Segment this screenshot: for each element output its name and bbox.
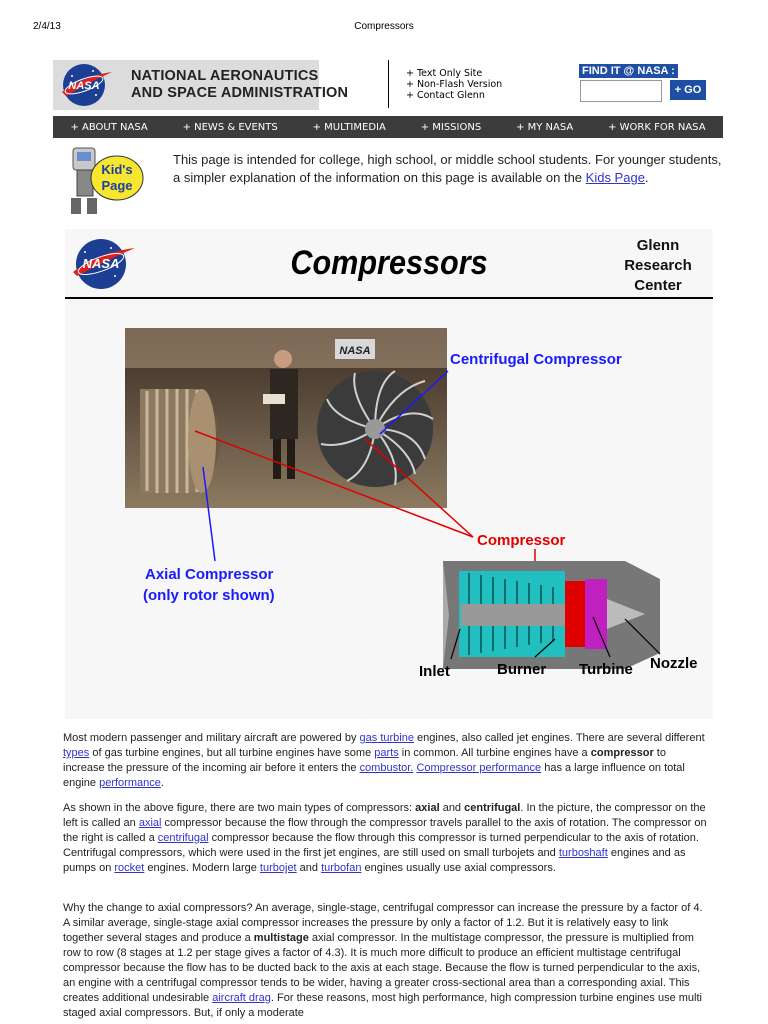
compressor-figure: NASA: [125, 328, 698, 680]
link-parts[interactable]: parts: [374, 747, 399, 759]
nav-about-nasa[interactable]: + ABOUT NASA: [70, 121, 148, 133]
jet-engine-cutaway: [443, 561, 660, 669]
label-axial: Axial Compressor: [145, 566, 274, 583]
link-gas-turbine[interactable]: gas turbine: [359, 732, 414, 744]
kids-note-text: This page is intended for college, high …: [173, 152, 722, 185]
kids-icon-line-1: Kid's: [101, 162, 132, 177]
compressor-photo: NASA: [125, 328, 447, 508]
link-combustor[interactable]: combustor.: [359, 762, 414, 774]
paragraph-2: As shown in the above figure, there are …: [63, 802, 707, 874]
link-turbojet[interactable]: turbojet: [259, 862, 297, 874]
kids-icon-line-2: Page: [101, 178, 132, 193]
grc-line-1: Glenn: [636, 237, 680, 254]
label-turbine: Turbine: [579, 661, 633, 678]
glenn-research-center: Glenn Research Center: [613, 236, 703, 296]
link-compressor-performance[interactable]: Compressor performance: [416, 762, 542, 774]
link-axial[interactable]: axial: [138, 817, 162, 829]
go-button[interactable]: + GO: [670, 80, 706, 100]
header-divider: [388, 60, 389, 108]
find-it-label: FIND IT @ NASA :: [579, 64, 678, 78]
agency-line-1: NATIONAL AERONAUTICS: [131, 68, 319, 84]
non-flash-link[interactable]: + Non-Flash Version: [406, 79, 503, 90]
kids-note-end: .: [644, 170, 649, 185]
link-types[interactable]: types: [63, 747, 90, 759]
title-rule: [65, 297, 713, 299]
label-axial-note: (only rotor shown): [143, 587, 275, 604]
compressor-pointer-axial: [194, 430, 474, 538]
engineer-figure: [263, 350, 298, 479]
nasa-logo-small-icon: NASA: [73, 239, 135, 289]
print-title: Compressors: [354, 21, 414, 32]
kids-note: This page is intended for college, high …: [173, 151, 723, 187]
search-input[interactable]: [580, 80, 662, 102]
grc-line-3: Center: [634, 277, 682, 294]
compressor-pointer-centrifugal: [364, 438, 474, 538]
paragraph-1: Most modern passenger and military aircr…: [63, 732, 705, 789]
link-turboshaft[interactable]: turboshaft: [558, 847, 608, 859]
axial-pointer: [202, 466, 216, 562]
axial-rotor: [140, 389, 220, 493]
text-only-link[interactable]: + Text Only Site: [406, 68, 483, 79]
agency-line-2: AND SPACE ADMINISTRATION: [131, 85, 349, 101]
link-centrifugal[interactable]: centrifugal: [157, 832, 209, 844]
link-performance[interactable]: performance: [99, 777, 161, 789]
contact-glenn-link[interactable]: + Contact Glenn: [406, 90, 485, 101]
link-turbofan[interactable]: turbofan: [321, 862, 362, 874]
logo-text: NASA: [68, 80, 99, 92]
label-inlet: Inlet: [419, 663, 450, 680]
nav-my-nasa[interactable]: + MY NASA: [516, 121, 574, 133]
kids-page-icon[interactable]: Kid's Page: [65, 142, 161, 218]
label-burner: Burner: [497, 661, 546, 678]
nav-news-events[interactable]: + NEWS & EVENTS: [182, 121, 278, 133]
label-nozzle: Nozzle: [650, 655, 698, 672]
page-title: Compressors: [290, 244, 488, 282]
agency-name: NATIONAL AERONAUTICS AND SPACE ADMINISTR…: [131, 68, 348, 102]
nav-missions[interactable]: + MISSIONS: [420, 121, 482, 133]
kids-page-link[interactable]: Kids Page: [585, 170, 645, 185]
photo-sign-text: NASA: [339, 345, 370, 357]
nav-work-for-nasa[interactable]: + WORK FOR NASA: [608, 121, 706, 133]
nasa-logo-icon[interactable]: NASA: [60, 62, 114, 108]
print-date: 2/4/13: [33, 21, 61, 32]
logo-small-text: NASA: [83, 256, 120, 271]
grc-line-2: Research: [624, 257, 692, 274]
main-nav: + ABOUT NASA + NEWS & EVENTS + MULTIMEDI…: [53, 116, 723, 138]
nav-multimedia[interactable]: + MULTIMEDIA: [312, 121, 386, 133]
quick-links: + Text Only Site + Non-Flash Version + C…: [406, 68, 502, 101]
centrifugal-impeller: [317, 370, 434, 487]
centrifugal-pointer: [379, 370, 449, 435]
link-aircraft-drag[interactable]: aircraft drag: [212, 992, 271, 1004]
label-compressor: Compressor: [477, 532, 566, 549]
label-centrifugal: Centrifugal Compressor: [450, 351, 622, 368]
link-rocket[interactable]: rocket: [114, 862, 145, 874]
paragraph-3: Why the change to axial compressors? An …: [63, 902, 703, 1019]
